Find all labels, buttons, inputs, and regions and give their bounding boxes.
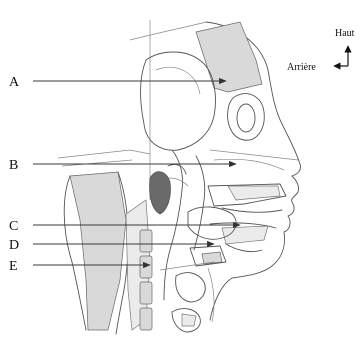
label-c: C (9, 219, 18, 234)
label-e: E (9, 259, 18, 274)
structure-labels: A B C D E (9, 75, 20, 274)
orientation-up-label: Haut (335, 28, 355, 39)
label-d: D (9, 238, 19, 253)
label-b: B (9, 158, 18, 173)
label-a: A (9, 75, 20, 90)
orientation-back-label: Arrière (287, 62, 316, 73)
orientation-indicator: Haut Arrière (287, 28, 355, 73)
head-sagittal-illustration (58, 20, 301, 334)
